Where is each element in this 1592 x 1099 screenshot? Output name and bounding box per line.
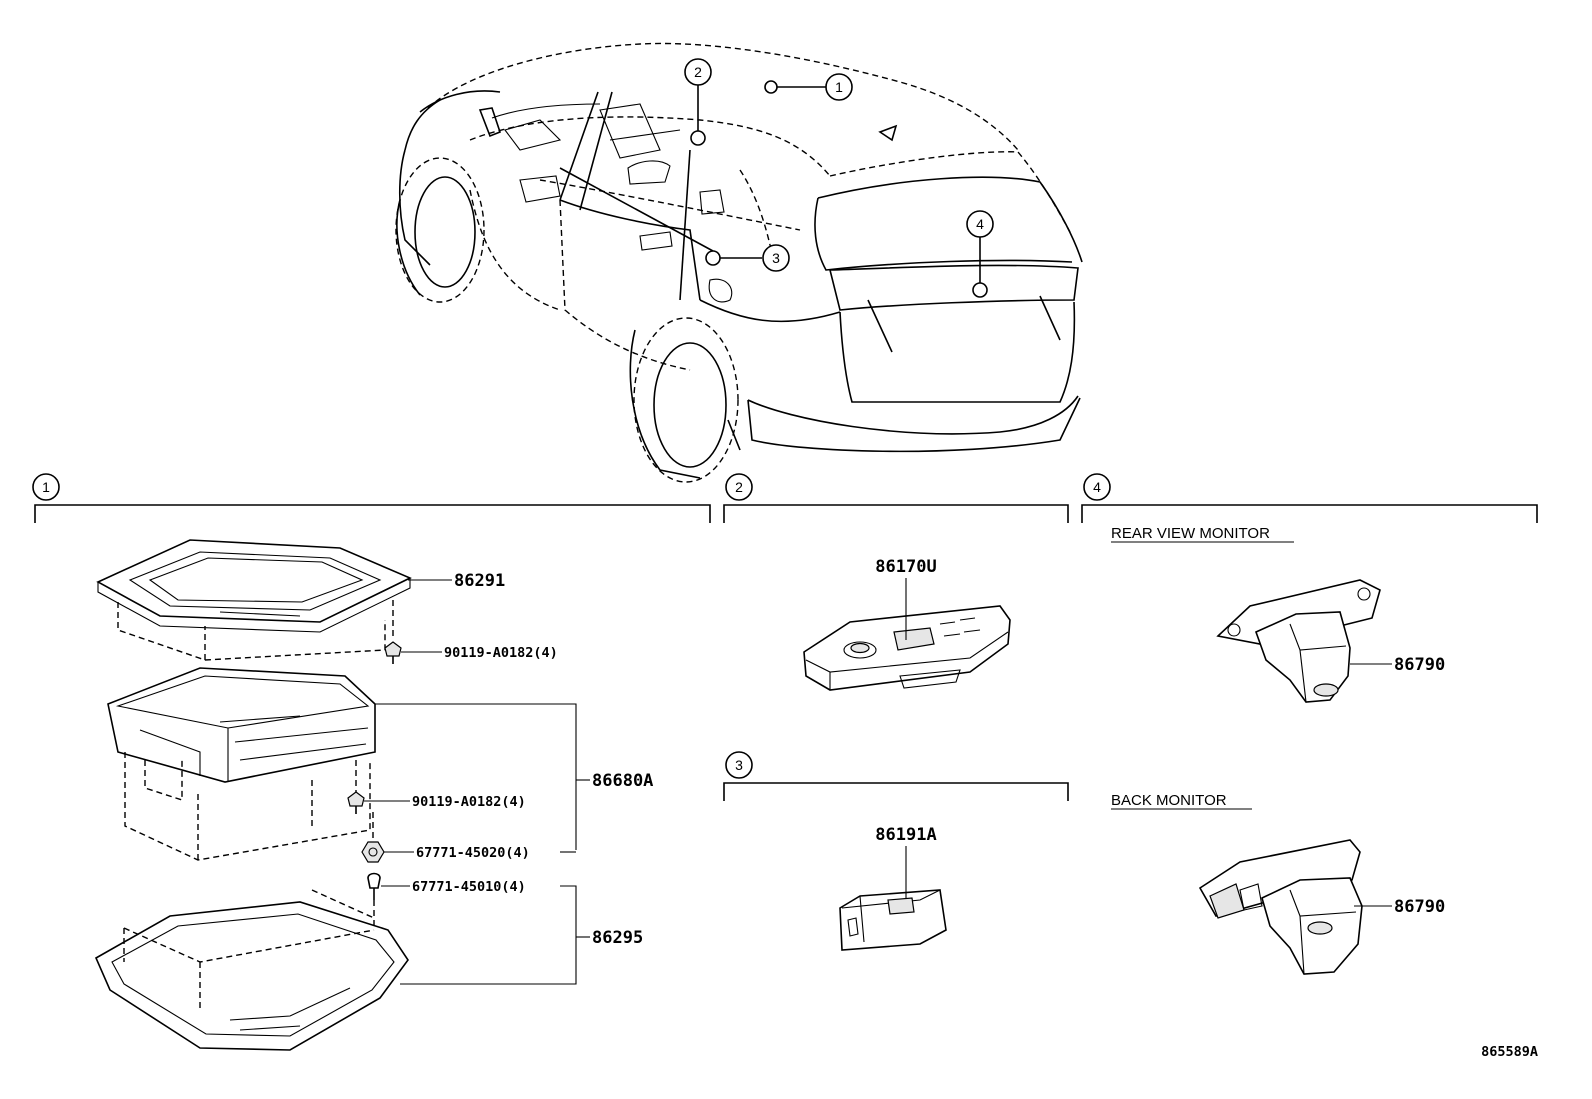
part-86680A: 86680A [592, 771, 653, 791]
camera-86790-back-drawing [1198, 839, 1363, 975]
bolt-90119-top-drawing [384, 600, 402, 664]
rear-view-monitor-title: REAR VIEW MONITOR [1111, 525, 1270, 542]
bracket-86291-drawing [96, 539, 412, 661]
part-86790-rear-view: 86790 [1394, 655, 1445, 675]
part-86291: 86291 [454, 571, 505, 591]
back-monitor-title: BACK MONITOR [1111, 792, 1227, 809]
section-1-number: 1 [42, 479, 50, 495]
callout-circle-4 [966, 210, 994, 238]
part-86295: 86295 [592, 928, 643, 948]
section-3-number: 3 [735, 757, 743, 773]
part-90119-A0182-mid: 90119-A0182(4) [412, 794, 526, 810]
part-67771-45010: 67771-45010(4) [412, 879, 526, 895]
callout-circle-1 [825, 73, 853, 101]
section-4-number: 4 [1093, 479, 1101, 495]
section-2-callout [725, 473, 753, 501]
section-1-bracket [34, 504, 711, 523]
callout-circle-3 [762, 244, 790, 272]
section-1: 1 86291 90119-A0182(4) [32, 473, 711, 1051]
vehicle-illustration: 1 2 3 4 [395, 42, 1083, 483]
section-3: 3 86191A [723, 751, 1069, 951]
section-3-bracket [723, 782, 1069, 801]
camera-86790-rear-drawing [1216, 579, 1381, 703]
section-2-number: 2 [735, 479, 743, 495]
diagram-id: 865589A [1481, 1044, 1538, 1060]
callout-2-label: 2 [694, 64, 702, 80]
section-2-bracket [723, 504, 1069, 523]
part-86191A: 86191A [875, 825, 936, 845]
section-4-bracket [1081, 504, 1538, 523]
bolt-90119-mid-drawing [347, 760, 365, 814]
section-4: 4 REAR VIEW MONITOR 86790 BACK MONITOR [1081, 473, 1538, 975]
module-86191A-drawing [839, 889, 947, 951]
unit-86680A-drawing [107, 667, 376, 861]
clip-67771-45010-drawing [367, 872, 381, 930]
clip-67771-45020-drawing [361, 812, 385, 863]
callout-4-label: 4 [976, 216, 984, 232]
callout-circle-2 [684, 58, 712, 86]
section-3-callout [725, 751, 753, 779]
section-1-callout [32, 473, 60, 501]
section-4-callout [1083, 473, 1111, 501]
part-90119-A0182-top: 90119-A0182(4) [444, 645, 558, 661]
part-67771-45020: 67771-45020(4) [416, 845, 530, 861]
part-86790-back: 86790 [1394, 897, 1445, 917]
section-2: 2 86170U [723, 473, 1069, 691]
callout-1-label: 1 [835, 79, 843, 95]
callout-3-label: 3 [772, 250, 780, 266]
housing-86295-drawing [94, 889, 409, 1051]
part-86170U: 86170U [875, 557, 936, 577]
controller-86170U-drawing [803, 605, 1011, 691]
